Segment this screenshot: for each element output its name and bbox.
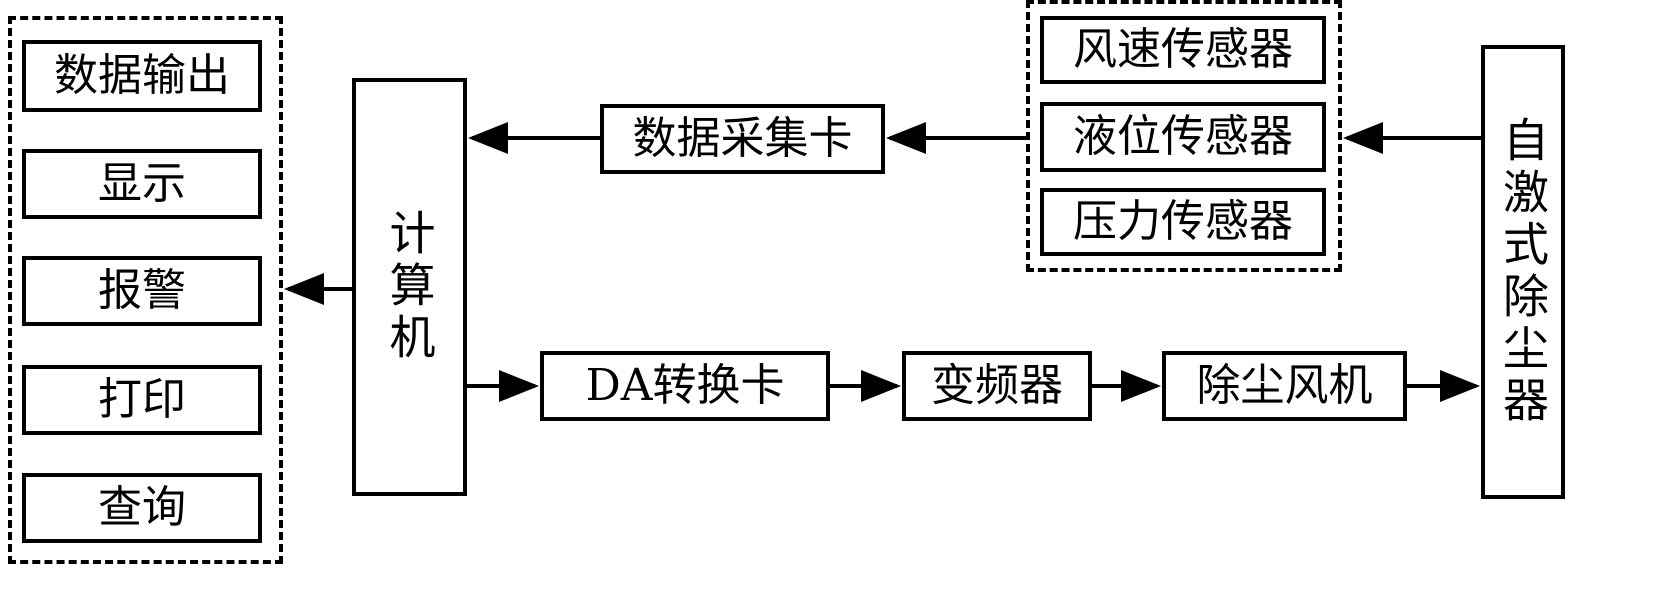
display-box: 显示 bbox=[22, 149, 262, 219]
query-box: 查询 bbox=[22, 473, 262, 543]
da-card-box: DA转换卡 bbox=[540, 351, 830, 421]
alarm-label: 报警 bbox=[98, 265, 186, 316]
output-group bbox=[8, 16, 283, 564]
display-label: 显示 bbox=[98, 158, 186, 209]
computer-label: 计算机 bbox=[382, 209, 437, 365]
query-label: 查询 bbox=[98, 482, 186, 533]
inverter-box: 变频器 bbox=[902, 351, 1092, 421]
liquid-level-sensor-box: 液位传感器 bbox=[1040, 102, 1326, 172]
print-box: 打印 bbox=[22, 365, 262, 435]
liquid-level-sensor-label: 液位传感器 bbox=[1073, 111, 1293, 162]
daq-card-box: 数据采集卡 bbox=[600, 104, 885, 174]
alarm-box: 报警 bbox=[22, 256, 262, 326]
inverter-label: 变频器 bbox=[931, 360, 1063, 411]
computer-box: 计算机 bbox=[352, 78, 467, 496]
dust-collector-box: 自激式除尘器 bbox=[1481, 45, 1565, 499]
pressure-sensor-label: 压力传感器 bbox=[1073, 196, 1293, 247]
pressure-sensor-box: 压力传感器 bbox=[1040, 188, 1326, 256]
sensor-group bbox=[1026, 0, 1342, 272]
dust-fan-box: 除尘风机 bbox=[1162, 351, 1407, 421]
dust-collector-label: 自激式除尘器 bbox=[1496, 116, 1550, 428]
data-output-box: 数据输出 bbox=[22, 40, 262, 112]
daq-card-label: 数据采集卡 bbox=[632, 113, 853, 164]
print-label: 打印 bbox=[98, 374, 186, 425]
da-card-label: DA转换卡 bbox=[585, 360, 785, 411]
data-output-label: 数据输出 bbox=[54, 50, 230, 101]
dust-fan-label: 除尘风机 bbox=[1196, 360, 1373, 411]
wind-speed-sensor-label: 风速传感器 bbox=[1073, 24, 1293, 75]
wind-speed-sensor-box: 风速传感器 bbox=[1040, 16, 1326, 84]
